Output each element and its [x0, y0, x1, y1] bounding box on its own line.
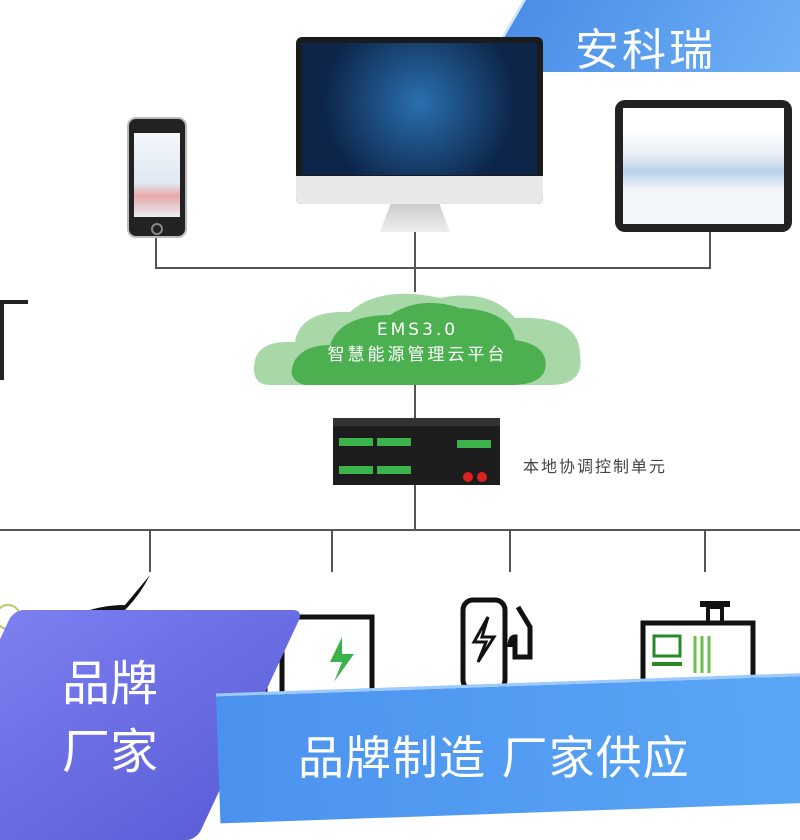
- cloud-icon: [254, 293, 581, 385]
- connector: [414, 232, 416, 292]
- control-unit-device: [333, 418, 500, 485]
- connector: [155, 238, 157, 268]
- ribbon-text: 品牌 厂家: [62, 650, 158, 786]
- connector: [149, 530, 151, 572]
- cloud-title: EMS3.0: [376, 320, 459, 340]
- connector: [155, 267, 711, 269]
- partial-glyph: [0, 300, 28, 380]
- cloud-platform-label: EMS3.0 智慧能源管理云平台: [250, 318, 585, 368]
- connector: [414, 485, 416, 530]
- bus-line: [0, 529, 800, 531]
- generator-icon: [640, 601, 756, 688]
- ribbon-line1: 品牌: [62, 656, 159, 712]
- banner-text: 品牌制造 厂家供应: [298, 731, 690, 785]
- connector: [709, 232, 711, 268]
- device-label: 本地协调控制单元: [523, 457, 668, 476]
- ribbon-line2: 厂家: [62, 724, 159, 780]
- connector: [704, 530, 706, 572]
- tablet-device: [615, 100, 792, 232]
- brand-name: 安科瑞: [575, 25, 716, 76]
- ev-charger-icon: [460, 597, 533, 687]
- connector: [509, 530, 511, 572]
- phone-device: [127, 117, 187, 238]
- connector: [414, 385, 416, 420]
- connector: [331, 530, 333, 572]
- monitor-device: [296, 37, 543, 204]
- wind-turbine-icon: [75, 575, 150, 615]
- monitor-stand: [380, 204, 450, 232]
- cloud-subtitle: 智慧能源管理云平台: [327, 345, 508, 365]
